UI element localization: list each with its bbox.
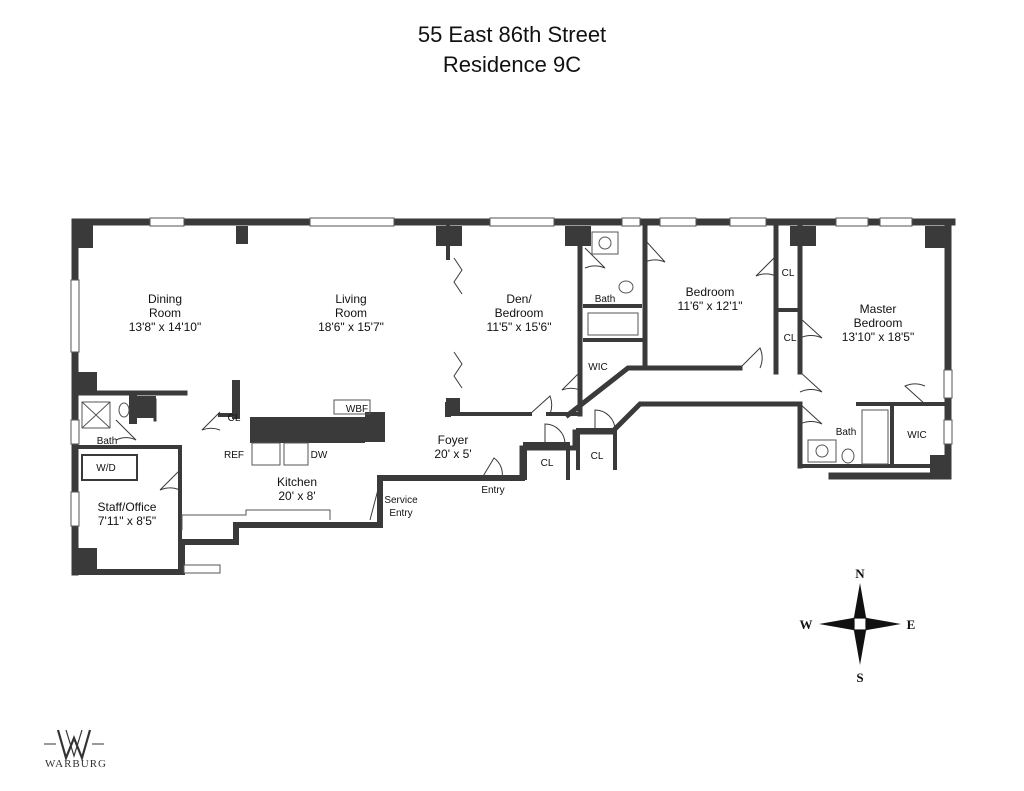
room-master: Master Bedroom 13'10" x 18'5" bbox=[842, 302, 915, 344]
cl-label-kitchen: CL bbox=[228, 413, 241, 424]
staff-dims: 7'11" x 8'5" bbox=[98, 514, 156, 528]
dining-label-1: Dining bbox=[148, 292, 182, 306]
title-block: 55 East 86th Street Residence 9C bbox=[0, 20, 1024, 80]
cl-label-master: CL bbox=[784, 333, 797, 344]
entry-label: Entry bbox=[481, 485, 504, 496]
bedroom-dims: 11'6" x 12'1" bbox=[678, 299, 743, 313]
compass-e: E bbox=[907, 617, 916, 632]
brand-logo: WARBURG bbox=[26, 722, 126, 770]
foyer-label: Foyer bbox=[438, 433, 469, 447]
compass-north-arrow bbox=[854, 583, 866, 624]
compass-west-arrow bbox=[819, 618, 860, 630]
master-dims: 13'10" x 18'5" bbox=[842, 330, 915, 344]
cl-label-foyer-1: CL bbox=[541, 458, 554, 469]
bath-label-den: Bath bbox=[595, 294, 616, 305]
bath-label-staff: Bath bbox=[97, 436, 118, 447]
compass-s: S bbox=[856, 670, 863, 685]
living-label-2: Room bbox=[335, 306, 367, 320]
kitchen-dims: 20' x 8' bbox=[278, 489, 315, 503]
ref-label: REF bbox=[224, 450, 244, 461]
fixture-labels: Bath Bath Bath CL CL CL CL CL WIC WIC WB… bbox=[96, 268, 926, 519]
staff-label: Staff/Office bbox=[98, 500, 157, 514]
room-den: Den/ Bedroom 11'5" x 15'6" bbox=[487, 292, 552, 334]
dining-label-2: Room bbox=[149, 306, 181, 320]
structural-columns bbox=[75, 222, 951, 572]
room-foyer: Foyer 20' x 5' bbox=[434, 433, 471, 461]
bedroom-label: Bedroom bbox=[686, 285, 735, 299]
address-title: 55 East 86th Street bbox=[417, 22, 607, 47]
cl-label-bedroom: CL bbox=[782, 268, 795, 279]
compass-rose: N S E W bbox=[800, 566, 916, 685]
bath-label-master: Bath bbox=[836, 427, 857, 438]
cl-label-foyer-2: CL bbox=[591, 451, 604, 462]
dining-dims: 13'8" x 14'10" bbox=[129, 320, 202, 334]
master-label-2: Bedroom bbox=[854, 316, 903, 330]
wic-label-den: WIC bbox=[588, 362, 607, 373]
compass-w: W bbox=[800, 617, 813, 632]
living-dims: 18'6" x 15'7" bbox=[318, 320, 384, 334]
compass-east-arrow bbox=[860, 618, 901, 630]
room-kitchen: Kitchen 20' x 8' bbox=[277, 475, 317, 503]
room-bedroom: Bedroom 11'6" x 12'1" bbox=[678, 285, 743, 313]
room-living: Living Room 18'6" x 15'7" bbox=[318, 292, 384, 334]
warburg-logo-mark bbox=[44, 729, 104, 762]
room-staff: Staff/Office 7'11" x 8'5" bbox=[98, 500, 157, 528]
wd-label: W/D bbox=[96, 463, 115, 474]
foyer-dims: 20' x 5' bbox=[434, 447, 471, 461]
wic-label-master: WIC bbox=[907, 430, 926, 441]
master-label-1: Master bbox=[860, 302, 897, 316]
fixtures bbox=[81, 231, 889, 530]
kitchen-label: Kitchen bbox=[277, 475, 317, 489]
brand-name: WARBURG bbox=[44, 758, 107, 770]
wbf-label: WBF bbox=[346, 404, 368, 415]
den-label-1: Den/ bbox=[506, 292, 532, 306]
den-label-2: Bedroom bbox=[495, 306, 544, 320]
service-label-1: Service bbox=[384, 495, 418, 506]
compass-south-arrow bbox=[854, 624, 866, 665]
service-label-2: Entry bbox=[389, 508, 412, 519]
den-dims: 11'5" x 15'6" bbox=[487, 320, 552, 334]
dw-label: DW bbox=[311, 450, 328, 461]
residence-title: Residence 9C bbox=[442, 52, 582, 77]
living-label-1: Living bbox=[335, 292, 366, 306]
windows bbox=[70, 217, 953, 574]
room-dining: Dining Room 13'8" x 14'10" bbox=[129, 292, 202, 334]
compass-n: N bbox=[855, 566, 865, 581]
doors bbox=[115, 239, 926, 521]
walls bbox=[71, 218, 956, 576]
